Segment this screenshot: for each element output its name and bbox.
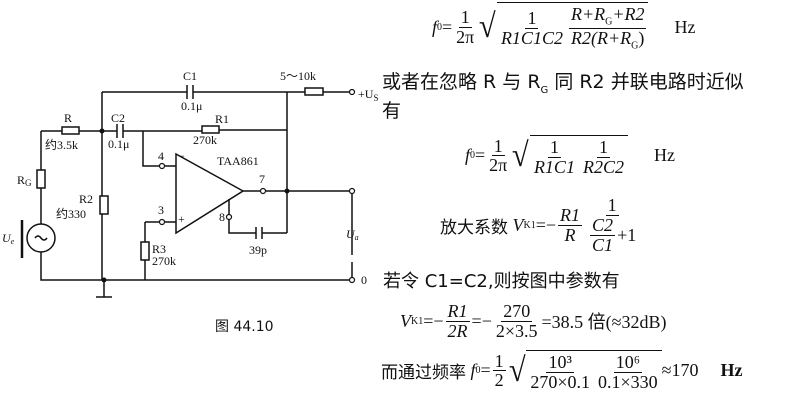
c1-label: C1 [183, 69, 197, 83]
text-line-approximation: 或者在忽略 R 与 RG 同 R2 并联电路时近似 [382, 71, 744, 96]
plus-sign: + [178, 212, 185, 226]
c1-value: 0.1μ [181, 99, 202, 113]
c2-label: C2 [111, 111, 125, 125]
minus-sign: − [178, 149, 185, 163]
c2-value: 0.1μ [108, 137, 129, 151]
ground-terminal-label: 0 [361, 273, 367, 287]
capacitor-39p-label: 39p [249, 243, 267, 257]
pin3-label: 3 [158, 203, 164, 217]
ue-label: Ue [2, 231, 15, 246]
r2-value: 约330 [56, 206, 86, 221]
ua-label: Ua [346, 227, 359, 242]
text-line-condition: 若令 C1=C2,则按图中参数有 [383, 271, 620, 292]
ic-label: TAA861 [217, 154, 259, 168]
text-line-you: 有 [382, 100, 402, 122]
supply-resistor-label: 5～10k [280, 69, 316, 83]
pin8-label: 8 [219, 210, 225, 224]
r1-label: R1 [215, 112, 229, 126]
supply-label: +US [358, 87, 378, 103]
r1-value: 270k [193, 133, 217, 147]
r2-label: R2 [79, 192, 93, 206]
circuit-diagram: C1 0.1μ 5～10k +US R 约3.5k C2 0.1μ R1 270… [2, 69, 378, 298]
r3-label: R3 [152, 242, 166, 256]
figure-caption: 图 44.10 [215, 319, 274, 335]
pin4-label: 4 [158, 149, 164, 163]
r-label: R [64, 111, 72, 125]
pin7-label: 7 [259, 172, 265, 186]
r-value: 约3.5k [45, 137, 78, 152]
r3-value: 270k [152, 254, 176, 268]
rg-label: RG [17, 173, 32, 188]
